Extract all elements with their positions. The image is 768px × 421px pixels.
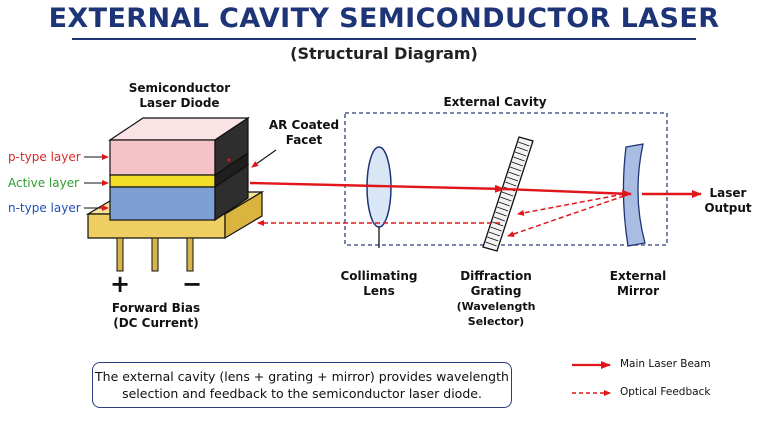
external-cavity-box	[344, 112, 668, 246]
lens-label: Collimating Lens	[334, 269, 424, 299]
feedback-beam-1	[517, 193, 625, 216]
mirror-label-line2: Mirror	[616, 284, 660, 298]
diode-label-line1: Semiconductor	[128, 81, 231, 95]
feedback-beam-2	[507, 195, 625, 237]
ar-facet-line2: Facet	[285, 133, 323, 147]
ar-facet-pointer	[251, 149, 277, 168]
lens-label-line1: Collimating	[340, 269, 418, 283]
grating-ruling	[490, 226, 502, 232]
diode-pins	[116, 237, 194, 272]
forward-bias-line2: (DC Current)	[113, 316, 199, 330]
grating-label-line4: Selector)	[467, 315, 525, 328]
grating-ruling	[492, 221, 504, 227]
grating-ruling	[485, 241, 497, 247]
grating-ruling	[513, 156, 525, 162]
grating-ruling	[505, 181, 517, 187]
laser-output-line1: Laser	[709, 186, 747, 200]
plus-terminal-sign: +	[110, 270, 131, 298]
grating-ruling	[511, 161, 523, 167]
mirror-label: External Mirror	[598, 269, 678, 299]
forward-bias-line1: Forward Bias	[111, 301, 201, 315]
title-underline	[72, 38, 696, 40]
grating-ruling	[508, 171, 520, 177]
ar-facet-line1: AR Coated	[268, 118, 340, 132]
info-line2: selection and feedback to the semiconduc…	[122, 386, 482, 401]
n-type-layer-block	[109, 186, 216, 221]
main-beam-to-mirror	[503, 187, 632, 198]
grating-ruling	[518, 141, 530, 147]
p-type-label: p-type layer	[8, 150, 81, 164]
laser-output-line2: Output	[704, 201, 752, 215]
external-mirror	[622, 143, 646, 247]
diode-label: Semiconductor Laser Diode	[112, 81, 247, 111]
diode-label-line2: Laser Diode	[139, 96, 220, 110]
diffraction-grating	[482, 136, 534, 252]
grating-ruling	[493, 216, 505, 222]
minus-terminal-sign: −	[182, 270, 203, 298]
active-layer-block	[109, 174, 216, 188]
laser-output-label: Laser Output	[700, 186, 756, 216]
grating-ruling	[510, 166, 522, 172]
grating-ruling	[495, 211, 507, 217]
grating-label-line2: Grating	[470, 284, 522, 298]
lens-label-line2: Lens	[363, 284, 395, 298]
external-cavity-label: External Cavity	[443, 95, 547, 109]
grating-ruling	[496, 206, 509, 212]
info-box: The external cavity (lens + grating + mi…	[92, 362, 512, 408]
grating-ruling	[498, 201, 510, 207]
grating-ruling	[514, 151, 527, 157]
legend-main-beam-label: Main Laser Beam	[620, 358, 711, 370]
n-type-label: n-type layer	[8, 201, 81, 215]
grating-ruling	[487, 236, 499, 242]
grating-ruling	[488, 231, 501, 237]
legend-feedback-label: Optical Feedback	[620, 386, 711, 398]
p-type-layer-block	[109, 139, 216, 176]
grating-label-line3: (Wavelength	[456, 300, 536, 313]
active-layer-label: Active layer	[8, 176, 80, 190]
ar-facet-label: AR Coated Facet	[262, 118, 346, 148]
forward-bias-label: Forward Bias (DC Current)	[92, 301, 220, 331]
page-subtitle: (Structural Diagram)	[290, 44, 478, 63]
grating-ruling	[506, 176, 519, 182]
grating-ruling	[500, 196, 512, 202]
laser-diode-chip	[108, 116, 250, 222]
main-beam-diode-to-grating	[249, 181, 505, 193]
grating-label: Diffraction Grating (Wavelength Selector…	[447, 269, 545, 329]
info-line1: The external cavity (lens + grating + mi…	[95, 369, 509, 384]
grating-ruling	[516, 146, 528, 152]
mirror-label-line1: External	[609, 269, 667, 283]
grating-label-line1: Diffraction	[460, 269, 532, 283]
page-title: EXTERNAL CAVITY SEMICONDUCTOR LASER	[48, 3, 720, 34]
collimating-lens	[366, 146, 392, 248]
